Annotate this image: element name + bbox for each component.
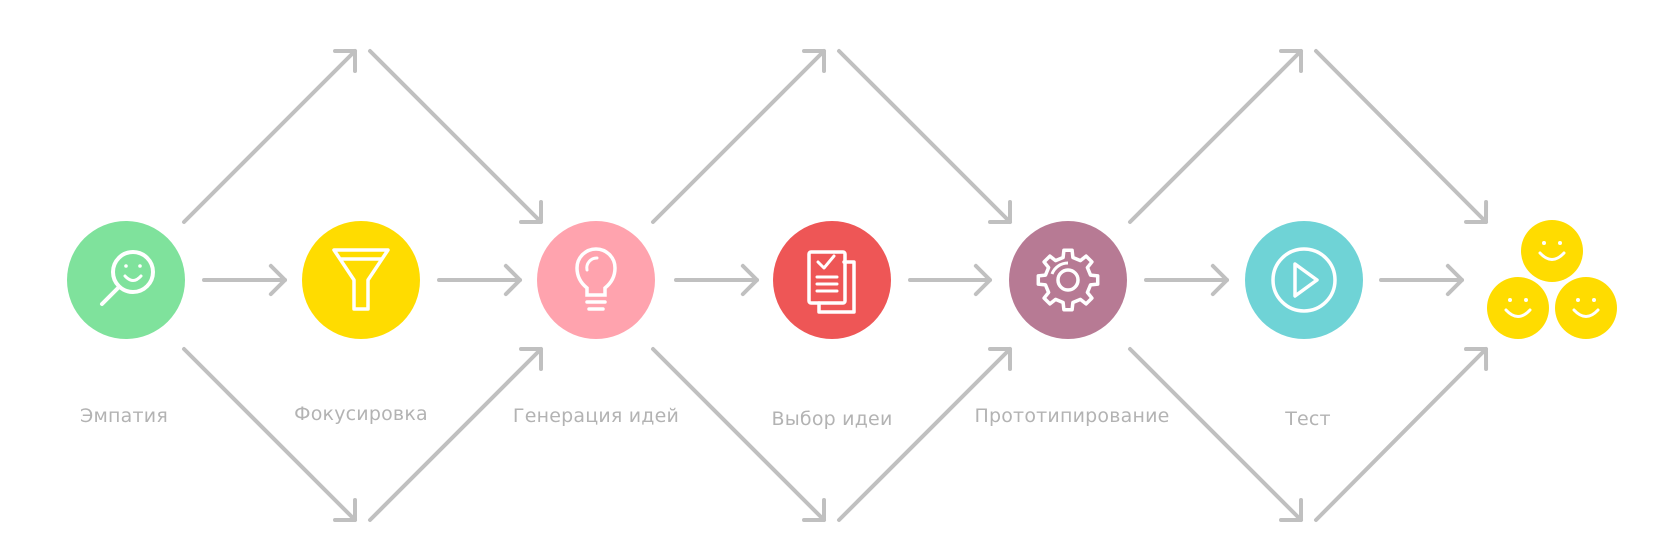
stage-circle (1009, 221, 1127, 339)
arrow-diag-low-out-1-head (333, 498, 357, 522)
stage-label-empathy: Эмпатия (80, 405, 168, 427)
arrow-diag-down-3-head (1464, 200, 1489, 224)
stage-idea-selection (773, 221, 891, 339)
arrow-straight-1-head (268, 263, 287, 297)
stage-circle (537, 221, 655, 339)
stage-label-ideation: Генерация идей (512, 405, 680, 427)
documents-check-icon (807, 250, 856, 314)
arrow-diag-up-2-head (802, 49, 826, 73)
magnifier-smile-icon (100, 250, 155, 306)
arrow-straight-2-head (503, 263, 522, 297)
lightbulb-icon (575, 247, 617, 311)
stage-ideation (537, 221, 655, 339)
stage-empathy (67, 221, 185, 339)
stage-focusing (302, 221, 420, 339)
arrow-diag-up-1 (182, 49, 357, 224)
arrow-diag-low-in-1-head (519, 347, 543, 371)
stage-prototyping (1009, 221, 1127, 339)
arrow-diag-low-in-3-head (1464, 347, 1489, 371)
arrow-diag-down-1-head (519, 200, 543, 224)
arrow-diag-low-out-1 (182, 347, 357, 522)
stage-test (1245, 221, 1363, 339)
funnel-icon (332, 248, 390, 311)
stage-label-prototyping: Прототипирование (974, 405, 1170, 427)
arrow-diag-up-2 (651, 49, 826, 224)
arrow-straight-5-head (1210, 263, 1229, 297)
stage-circle (302, 221, 420, 339)
arrow-diag-down-2-head (988, 200, 1012, 224)
arrow-straight-4-head (973, 263, 992, 297)
arrows-layer (182, 49, 1489, 522)
arrow-straight-6-head (1445, 263, 1464, 297)
stage-label-test: Тест (1285, 408, 1331, 430)
arrow-diag-low-out-3 (1128, 347, 1303, 522)
result-smiley-faces-icon (1487, 220, 1617, 339)
arrow-diag-low-in-1 (368, 347, 543, 522)
arrow-diag-low-in-3 (1314, 347, 1488, 522)
arrow-diag-low-out-3-head (1279, 498, 1303, 522)
arrow-diag-low-out-2 (651, 347, 826, 522)
stage-circle (67, 221, 185, 339)
arrow-diag-low-out-2-head (802, 498, 826, 522)
arrow-diag-up-1-head (333, 49, 357, 73)
arrow-diag-up-3 (1128, 49, 1303, 224)
arrow-straight-3-head (740, 263, 759, 297)
play-icon (1271, 247, 1337, 313)
arrow-diag-down-2 (837, 49, 1012, 224)
gear-icon (1036, 248, 1100, 312)
stage-label-focusing: Фокусировка (294, 403, 428, 425)
stage-label-idea-selection: Выбор идеи (771, 408, 893, 430)
arrow-diag-down-1 (368, 49, 543, 224)
arrow-diag-up-3-head (1279, 49, 1303, 73)
arrow-diag-low-in-2 (837, 347, 1012, 522)
stage-circle (773, 221, 891, 339)
stage-circle (1245, 221, 1363, 339)
arrow-diag-low-in-2-head (988, 347, 1012, 371)
arrow-diag-down-3 (1314, 49, 1488, 224)
